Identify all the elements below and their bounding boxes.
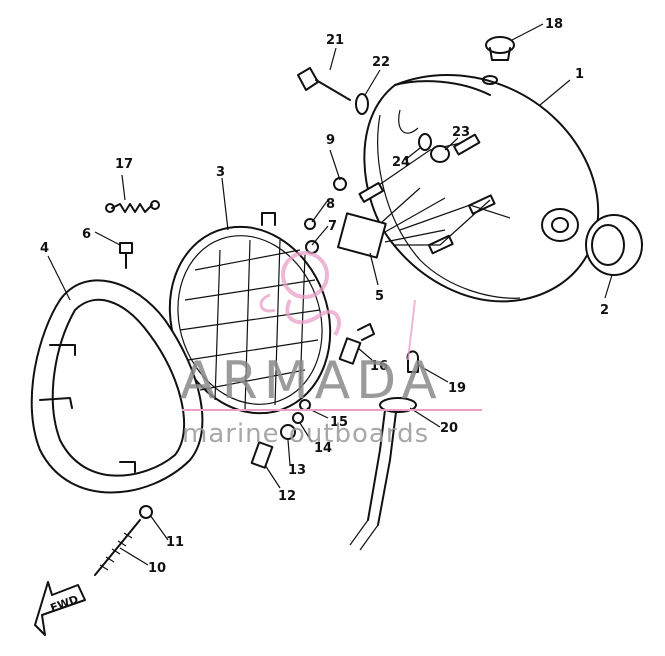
label-9: 9 [326,133,335,148]
label-12: 12 [278,489,296,504]
headlight-shell [363,73,600,303]
label-24: 24 [392,155,410,170]
label-22: 22 [372,55,390,70]
wiring-harness [358,133,511,255]
nut-11 [139,505,153,519]
label-18: 18 [545,17,563,32]
spacer-12 [250,441,274,469]
label-19: 19 [448,381,466,396]
washer-14 [292,412,304,424]
watermark: ARMADA marine outboards [180,251,482,449]
label-8: 8 [326,197,335,212]
washer-22 [355,93,369,115]
sealed-beam-unit [168,212,332,415]
label-10: 10 [148,561,166,576]
label-2: 2 [600,303,609,318]
label-7: 7 [328,219,337,234]
watermark-brand: ARMADA [180,351,443,411]
part-labels: 1 2 3 4 5 6 7 8 9 10 11 12 13 14 15 16 1… [40,17,609,576]
label-21: 21 [326,33,344,48]
label-16: 16 [370,359,388,374]
watermark-logo-icon [259,251,416,361]
washer-24 [418,133,432,151]
label-1: 1 [575,67,584,82]
label-15: 15 [330,415,348,430]
label-17: 17 [115,157,133,172]
bulb-16 [338,323,375,365]
fwd-arrow: FWD [34,581,86,636]
leader-lines [47,23,613,566]
adjusting-screw [94,519,141,576]
label-23: 23 [452,125,470,140]
headlight-rim [30,279,204,494]
socket-20 [349,397,417,551]
label-6: 6 [82,227,91,242]
bolt-21 [297,67,351,101]
connector-socket [337,187,446,259]
watermark-tagline: marine outboards [182,419,429,449]
spring [105,200,160,213]
label-4: 4 [40,241,49,256]
label-5: 5 [375,289,384,304]
washer-13 [280,424,296,440]
grommet [585,214,643,276]
nut-9 [333,177,347,191]
label-20: 20 [440,421,458,436]
label-11: 11 [166,535,184,550]
screw-6 [119,242,133,269]
label-13: 13 [288,463,306,478]
label-3: 3 [216,165,225,180]
cap-18 [485,36,515,61]
label-14: 14 [314,441,332,456]
nut-23 [430,145,450,163]
